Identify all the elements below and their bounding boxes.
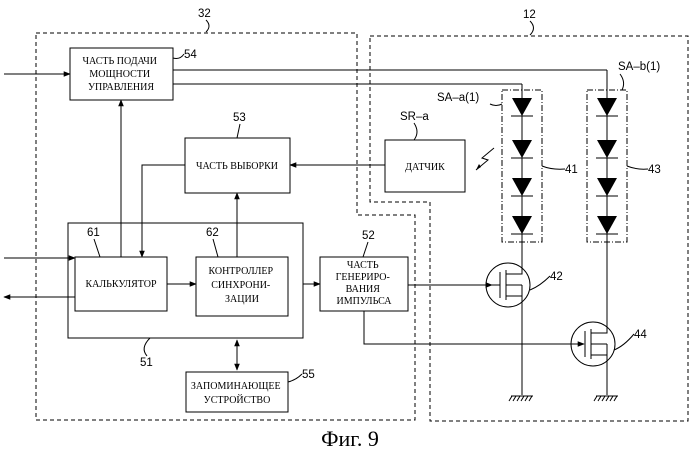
figure-caption: Фиг. 9 [321,426,379,451]
light-arrow-head [476,164,481,170]
sa-a-label: SA–a(1) [437,92,479,104]
ref-12-leader [530,21,534,35]
ref-52: 52 [362,230,375,242]
ref-54: 54 [184,49,197,61]
transistor-42 [408,242,530,395]
sensor-label: ДАТЧИК [405,162,445,173]
ref-54-leader [173,54,184,59]
pulse-to-44-line [364,311,584,344]
ref-42: 42 [550,271,563,283]
ref-43: 43 [648,164,661,176]
sa-a-leader [490,104,502,106]
ref-55-leader [288,374,302,382]
ref-44-leader [614,334,634,350]
sr-a-label: SR–a [400,111,429,123]
unit-12-boundary [370,36,688,421]
ref-32: 32 [198,8,211,20]
ref-44: 44 [634,329,647,341]
ground-symbol-a [509,396,533,401]
ref-42-leader [530,276,550,290]
sampling-label: ЧАСТЬ ВЫБОРКИ [196,161,278,172]
ground-symbol-b [594,396,618,401]
ref-41-leader [542,166,565,169]
calculator-label: КАЛЬКУЛЯТОР [85,279,156,290]
sr-a-leader [414,123,417,140]
ref-62: 62 [206,227,219,239]
ref-43-leader [627,166,648,169]
sa-b-label: SA–b(1) [618,61,660,73]
ref-53-leader [237,124,240,138]
ref-32-leader [206,20,209,32]
memory-block [186,372,288,412]
ref-52-leader [363,242,368,257]
power-supply-label: ЧАСТЬ ПОДАЧИ МОЩНОСТИ УПРАВЛЕНИЯ [83,56,160,93]
ref-12: 12 [523,9,536,21]
ref-61: 61 [87,227,100,239]
ref-51-leader [144,338,150,356]
transistor-44 [571,322,615,395]
ref-55: 55 [302,369,315,381]
sa-b-leader [620,74,624,90]
ref-53: 53 [233,112,246,124]
ref-51: 51 [140,357,153,369]
ref-41: 41 [565,164,578,176]
